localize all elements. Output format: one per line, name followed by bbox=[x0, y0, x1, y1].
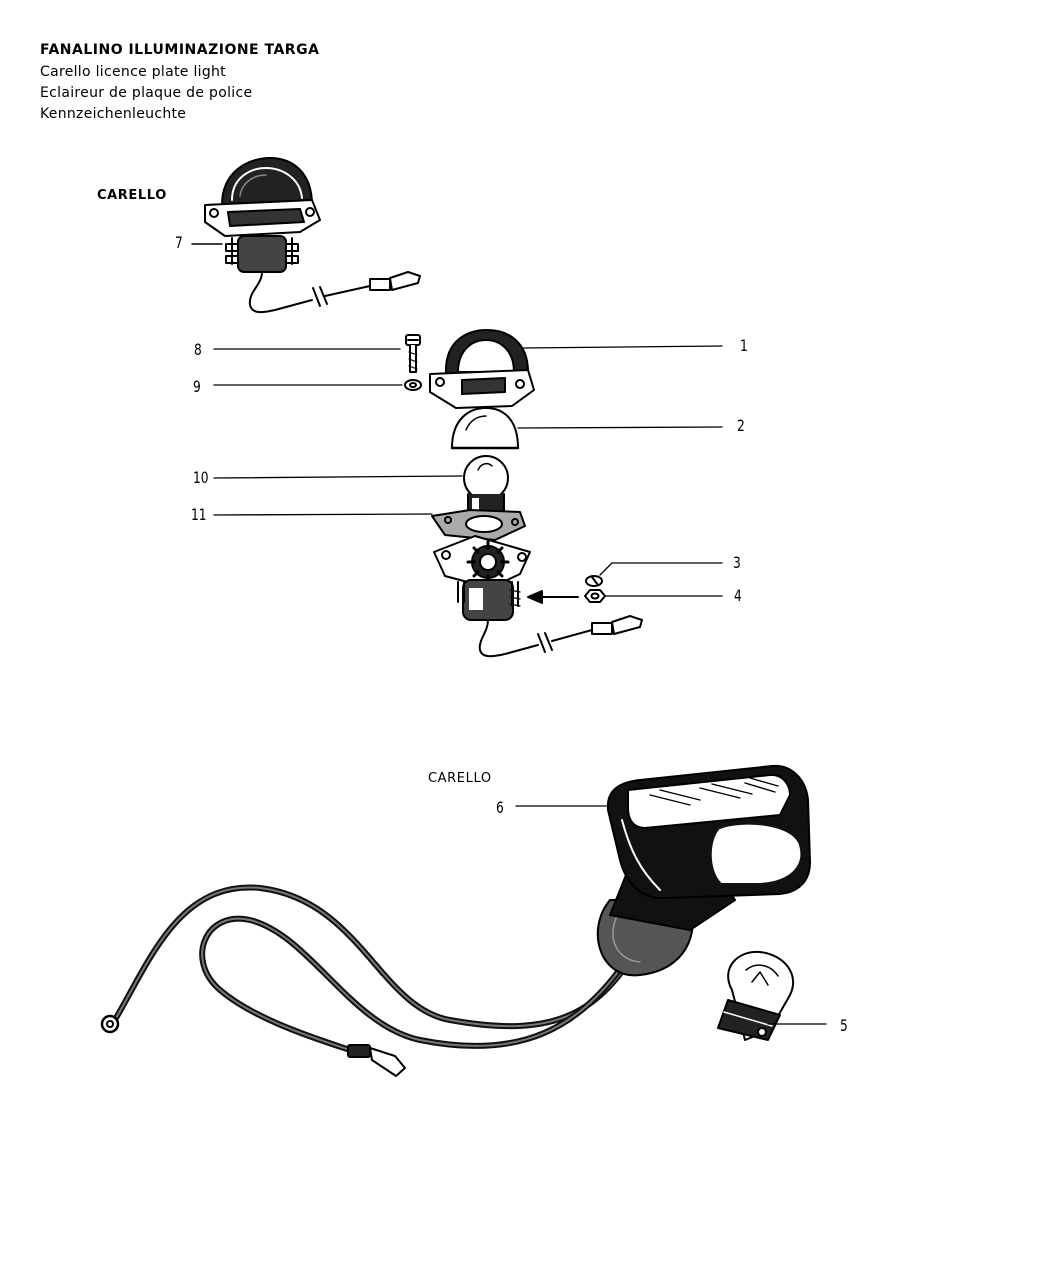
callout-11: 11 bbox=[191, 505, 207, 524]
diagram-header: FANALINO ILLUMINAZIONE TARGA Carello lic… bbox=[40, 42, 319, 125]
callout-8: 8 bbox=[194, 340, 202, 359]
title-german: Kennzeichenleuchte bbox=[40, 106, 187, 122]
base-plate bbox=[433, 535, 531, 621]
callout-4: 4 bbox=[734, 586, 742, 605]
gasket-11 bbox=[431, 509, 526, 541]
callout-9: 9 bbox=[193, 377, 201, 396]
nut-4 bbox=[584, 589, 606, 603]
callout-6: 6 bbox=[496, 798, 504, 817]
assembled-lamp-top bbox=[191, 157, 421, 314]
lamp-bottom bbox=[100, 764, 811, 1077]
lens-2 bbox=[451, 407, 519, 449]
bulb-5 bbox=[717, 950, 827, 1041]
diagram-title: FANALINO ILLUMINAZIONE TARGA bbox=[40, 42, 320, 58]
callout-3: 3 bbox=[733, 553, 741, 572]
bottom-brand-label: CARELLO bbox=[428, 771, 492, 786]
exploded-view bbox=[404, 329, 643, 658]
callout-7: 7 bbox=[175, 233, 183, 252]
title-english: Carello licence plate light bbox=[40, 64, 226, 80]
bulb-10 bbox=[463, 455, 509, 515]
title-french: Eclaireur de plaque de police bbox=[40, 85, 253, 101]
top-brand-label: CARELLO bbox=[97, 188, 167, 203]
callout-2: 2 bbox=[737, 416, 745, 435]
lamp-hood-1 bbox=[429, 329, 535, 409]
leader-lines bbox=[213, 345, 723, 597]
callout-5: 5 bbox=[840, 1016, 848, 1035]
washer-9 bbox=[404, 379, 422, 391]
callout-1: 1 bbox=[740, 336, 748, 355]
callout-10: 10 bbox=[193, 468, 209, 487]
